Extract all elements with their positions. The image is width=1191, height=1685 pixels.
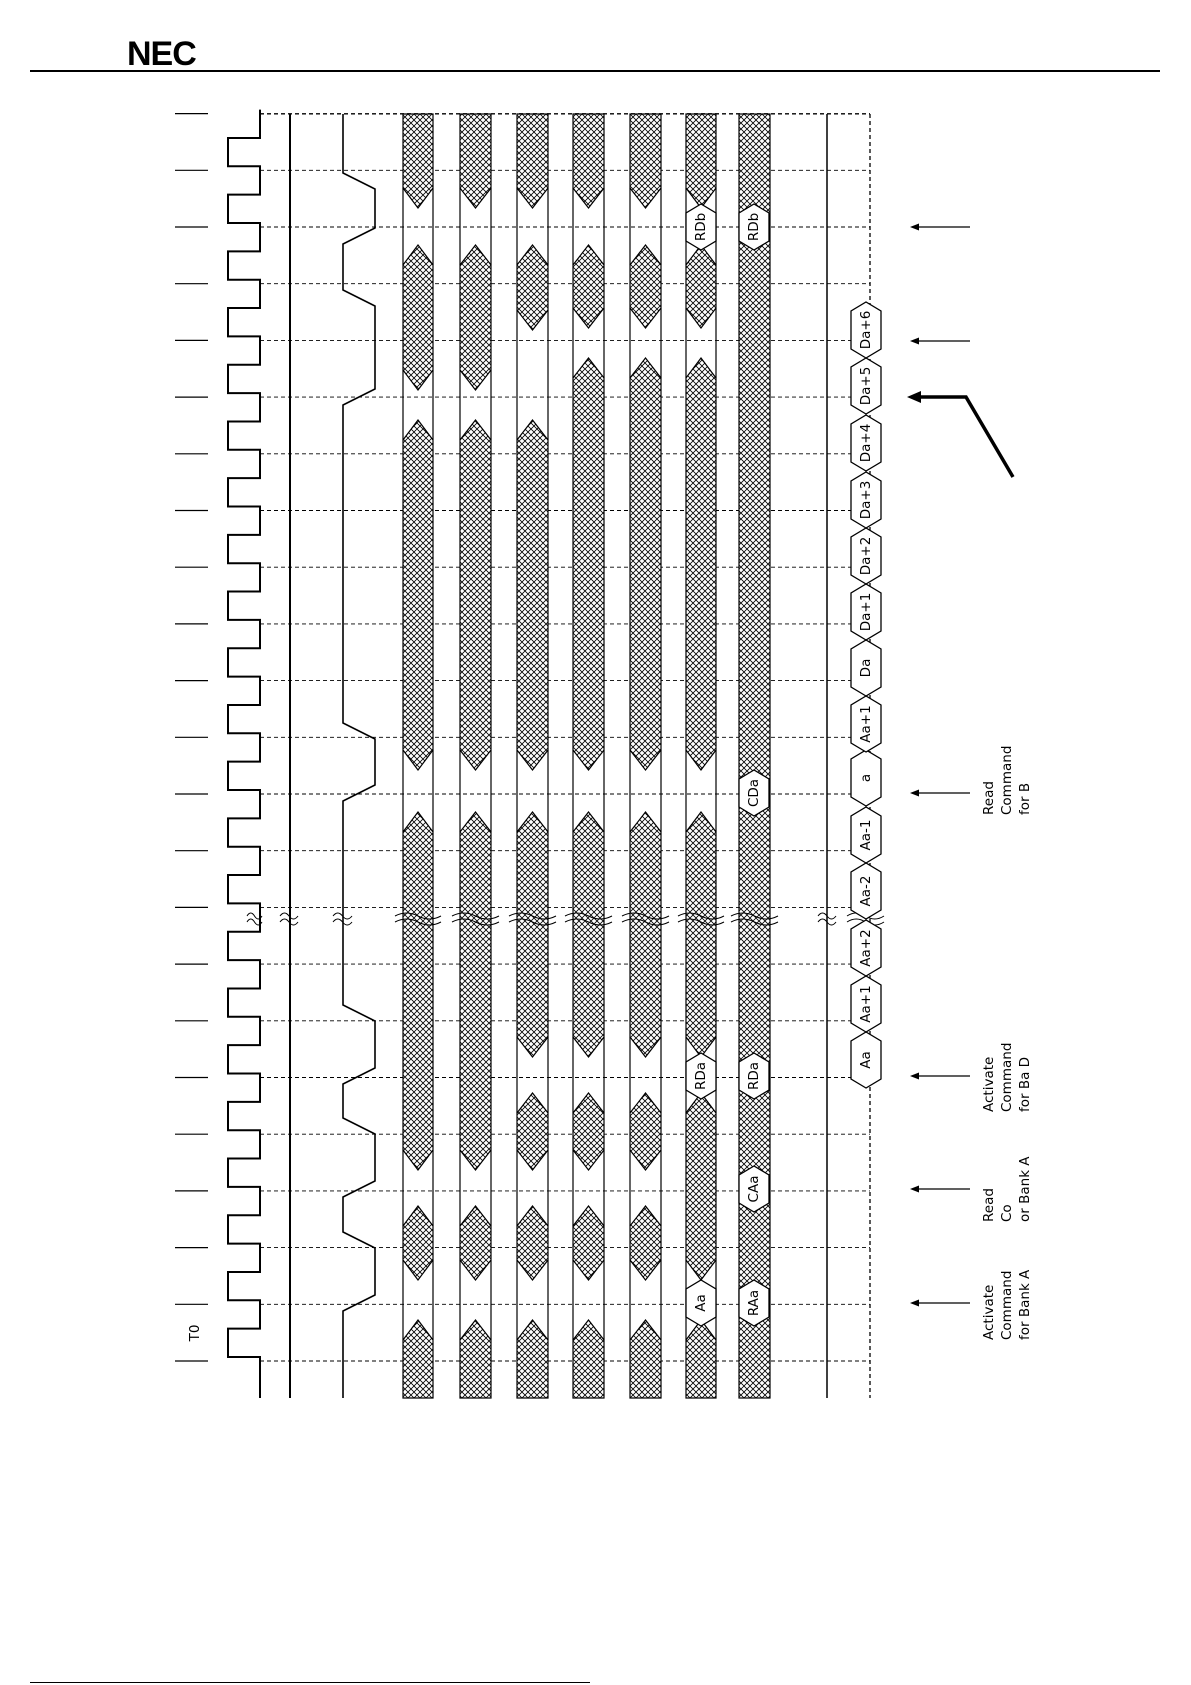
cmd-2-hatched-segment (460, 245, 491, 390)
annotation-activate-b-line: Activate (981, 1057, 997, 1112)
cmd-5-hatched-segment (630, 1320, 661, 1398)
cmd-5-hatched-segment (630, 358, 661, 770)
data-label-text: Da+4 (858, 424, 874, 463)
cmd-3-hatched-segment (517, 1320, 548, 1398)
cmd-4-hatched-segment (573, 1320, 604, 1398)
clock-tick-marks (175, 114, 208, 1361)
annotation-activate-a-line: Command (999, 1271, 1015, 1340)
data-label-text: Aa+1 (858, 985, 874, 1022)
addr-1-hatched-segment (686, 358, 716, 770)
data-label-text: Da+6 (858, 311, 874, 350)
cmd-2-hatched-segment (460, 1320, 491, 1398)
cmd-5-hatched-segment (630, 114, 661, 208)
arrow-top-1-head (910, 224, 919, 231)
data-label-text: Da+5 (858, 367, 874, 406)
addr2-label-caa-text: CAa (746, 1176, 762, 1203)
cmd-1-hatched-segment (403, 245, 433, 390)
signal-lanes (228, 110, 884, 1398)
annotation-read-a-line: Read (981, 1188, 997, 1222)
addr-1-hatched-segment (686, 812, 716, 1057)
arrow-activate-a-head (910, 1300, 919, 1307)
addr2-label-raa-text: RAa (746, 1290, 762, 1316)
cmd-5-hatched-segment (630, 1093, 661, 1170)
annotation-activate-b-line: Command (999, 1043, 1015, 1112)
annotation-read-b-line: Command (999, 746, 1015, 815)
strobe-waveform (343, 114, 375, 1398)
cmd-1-hatched-segment (403, 812, 433, 1170)
arrow-read-b-head (910, 790, 919, 797)
cmd-4-hatched-segment (573, 812, 604, 1057)
annotation-activate-a-line: for Bank A (1017, 1269, 1033, 1340)
data-label-text: Da+2 (858, 537, 874, 576)
data-label-text: Da+3 (858, 481, 874, 520)
cmd-3-hatched-segment (517, 812, 548, 1057)
annotation-activate-a-line: Activate (981, 1285, 997, 1340)
cmd-4-hatched-segment (573, 358, 604, 770)
bold-arrow (918, 397, 1013, 477)
cmd-1-hatched-segment (403, 114, 433, 208)
cmd-5-hatched-segment (630, 245, 661, 328)
arrow-top-2-head (910, 338, 919, 345)
addr-1-hatched-segment (686, 1320, 716, 1398)
clock-gridlines (260, 114, 870, 1398)
annotation-activate-b-line: for Ba D (1017, 1057, 1033, 1112)
cmd-3-hatched-segment (517, 1206, 548, 1280)
addr2-label-cda-text: CDa (746, 779, 762, 807)
cmd-1-hatched-segment (403, 1206, 433, 1280)
annotation-read-a-line: or Bank A (1017, 1156, 1033, 1222)
addr-1-hatched-segment (686, 245, 716, 328)
data-label-text: a (858, 774, 874, 782)
annotation-arrows (907, 224, 1013, 1307)
addr1-label-aa-text: Aa (693, 1294, 709, 1312)
addr-1-hatched-segment (686, 1093, 716, 1280)
arrow-activate-b-head (910, 1073, 919, 1080)
data-label-text: Aa+2 (858, 929, 874, 966)
annotation-read-b-line: for B (1017, 783, 1033, 815)
arrow-read-a-head (910, 1186, 919, 1193)
data-label-text: Aa-1 (858, 820, 874, 851)
data-label-text: Da+1 (858, 593, 874, 632)
annotation-read-a-line: Co (999, 1204, 1015, 1222)
cmd-3-hatched-segment (517, 420, 548, 770)
addr1-label-rdb-text: RDb (693, 213, 709, 241)
cmd-3-hatched-segment (517, 245, 548, 330)
signal-labels: T0AaRDaRDbRAaCAaRDaCDaRDbAaAa+1Aa+2Aa-2A… (187, 204, 881, 1342)
addr2-label-rda-text: RDa (746, 1062, 762, 1090)
footer-rule (30, 1682, 590, 1683)
addr-1-hatched-segment (686, 114, 716, 208)
cmd-2-hatched-segment (460, 114, 491, 208)
cmd-5-hatched-segment (630, 812, 661, 1057)
clock-waveform (228, 110, 260, 1398)
annotation-read-b-line: Read (981, 781, 997, 815)
data-label-text: Aa-2 (858, 876, 874, 907)
cmd-1-hatched-segment (403, 420, 433, 770)
addr2-label-rdb-text: RDb (746, 213, 762, 241)
start-clock-label: T0 (187, 1325, 203, 1343)
bold-arrow-head (907, 391, 921, 403)
cmd-1-hatched-segment (403, 1320, 433, 1398)
cmd-4-hatched-segment (573, 1093, 604, 1170)
cmd-4-hatched-segment (573, 114, 604, 208)
cmd-5-hatched-segment (630, 1206, 661, 1280)
cmd-2-hatched-segment (460, 1206, 491, 1280)
cmd-3-hatched-segment (517, 114, 548, 208)
cmd-4-hatched-segment (573, 245, 604, 328)
addr1-label-rda-text: RDa (693, 1062, 709, 1090)
data-label-text: Aa (858, 1051, 874, 1069)
cmd-2-hatched-segment (460, 420, 491, 770)
cmd-2-hatched-segment (460, 812, 491, 1170)
cmd-4-hatched-segment (573, 1206, 604, 1280)
data-label-text: Da (858, 659, 874, 678)
cmd-3-hatched-segment (517, 1093, 548, 1170)
data-label-text: Aa+1 (858, 705, 874, 742)
